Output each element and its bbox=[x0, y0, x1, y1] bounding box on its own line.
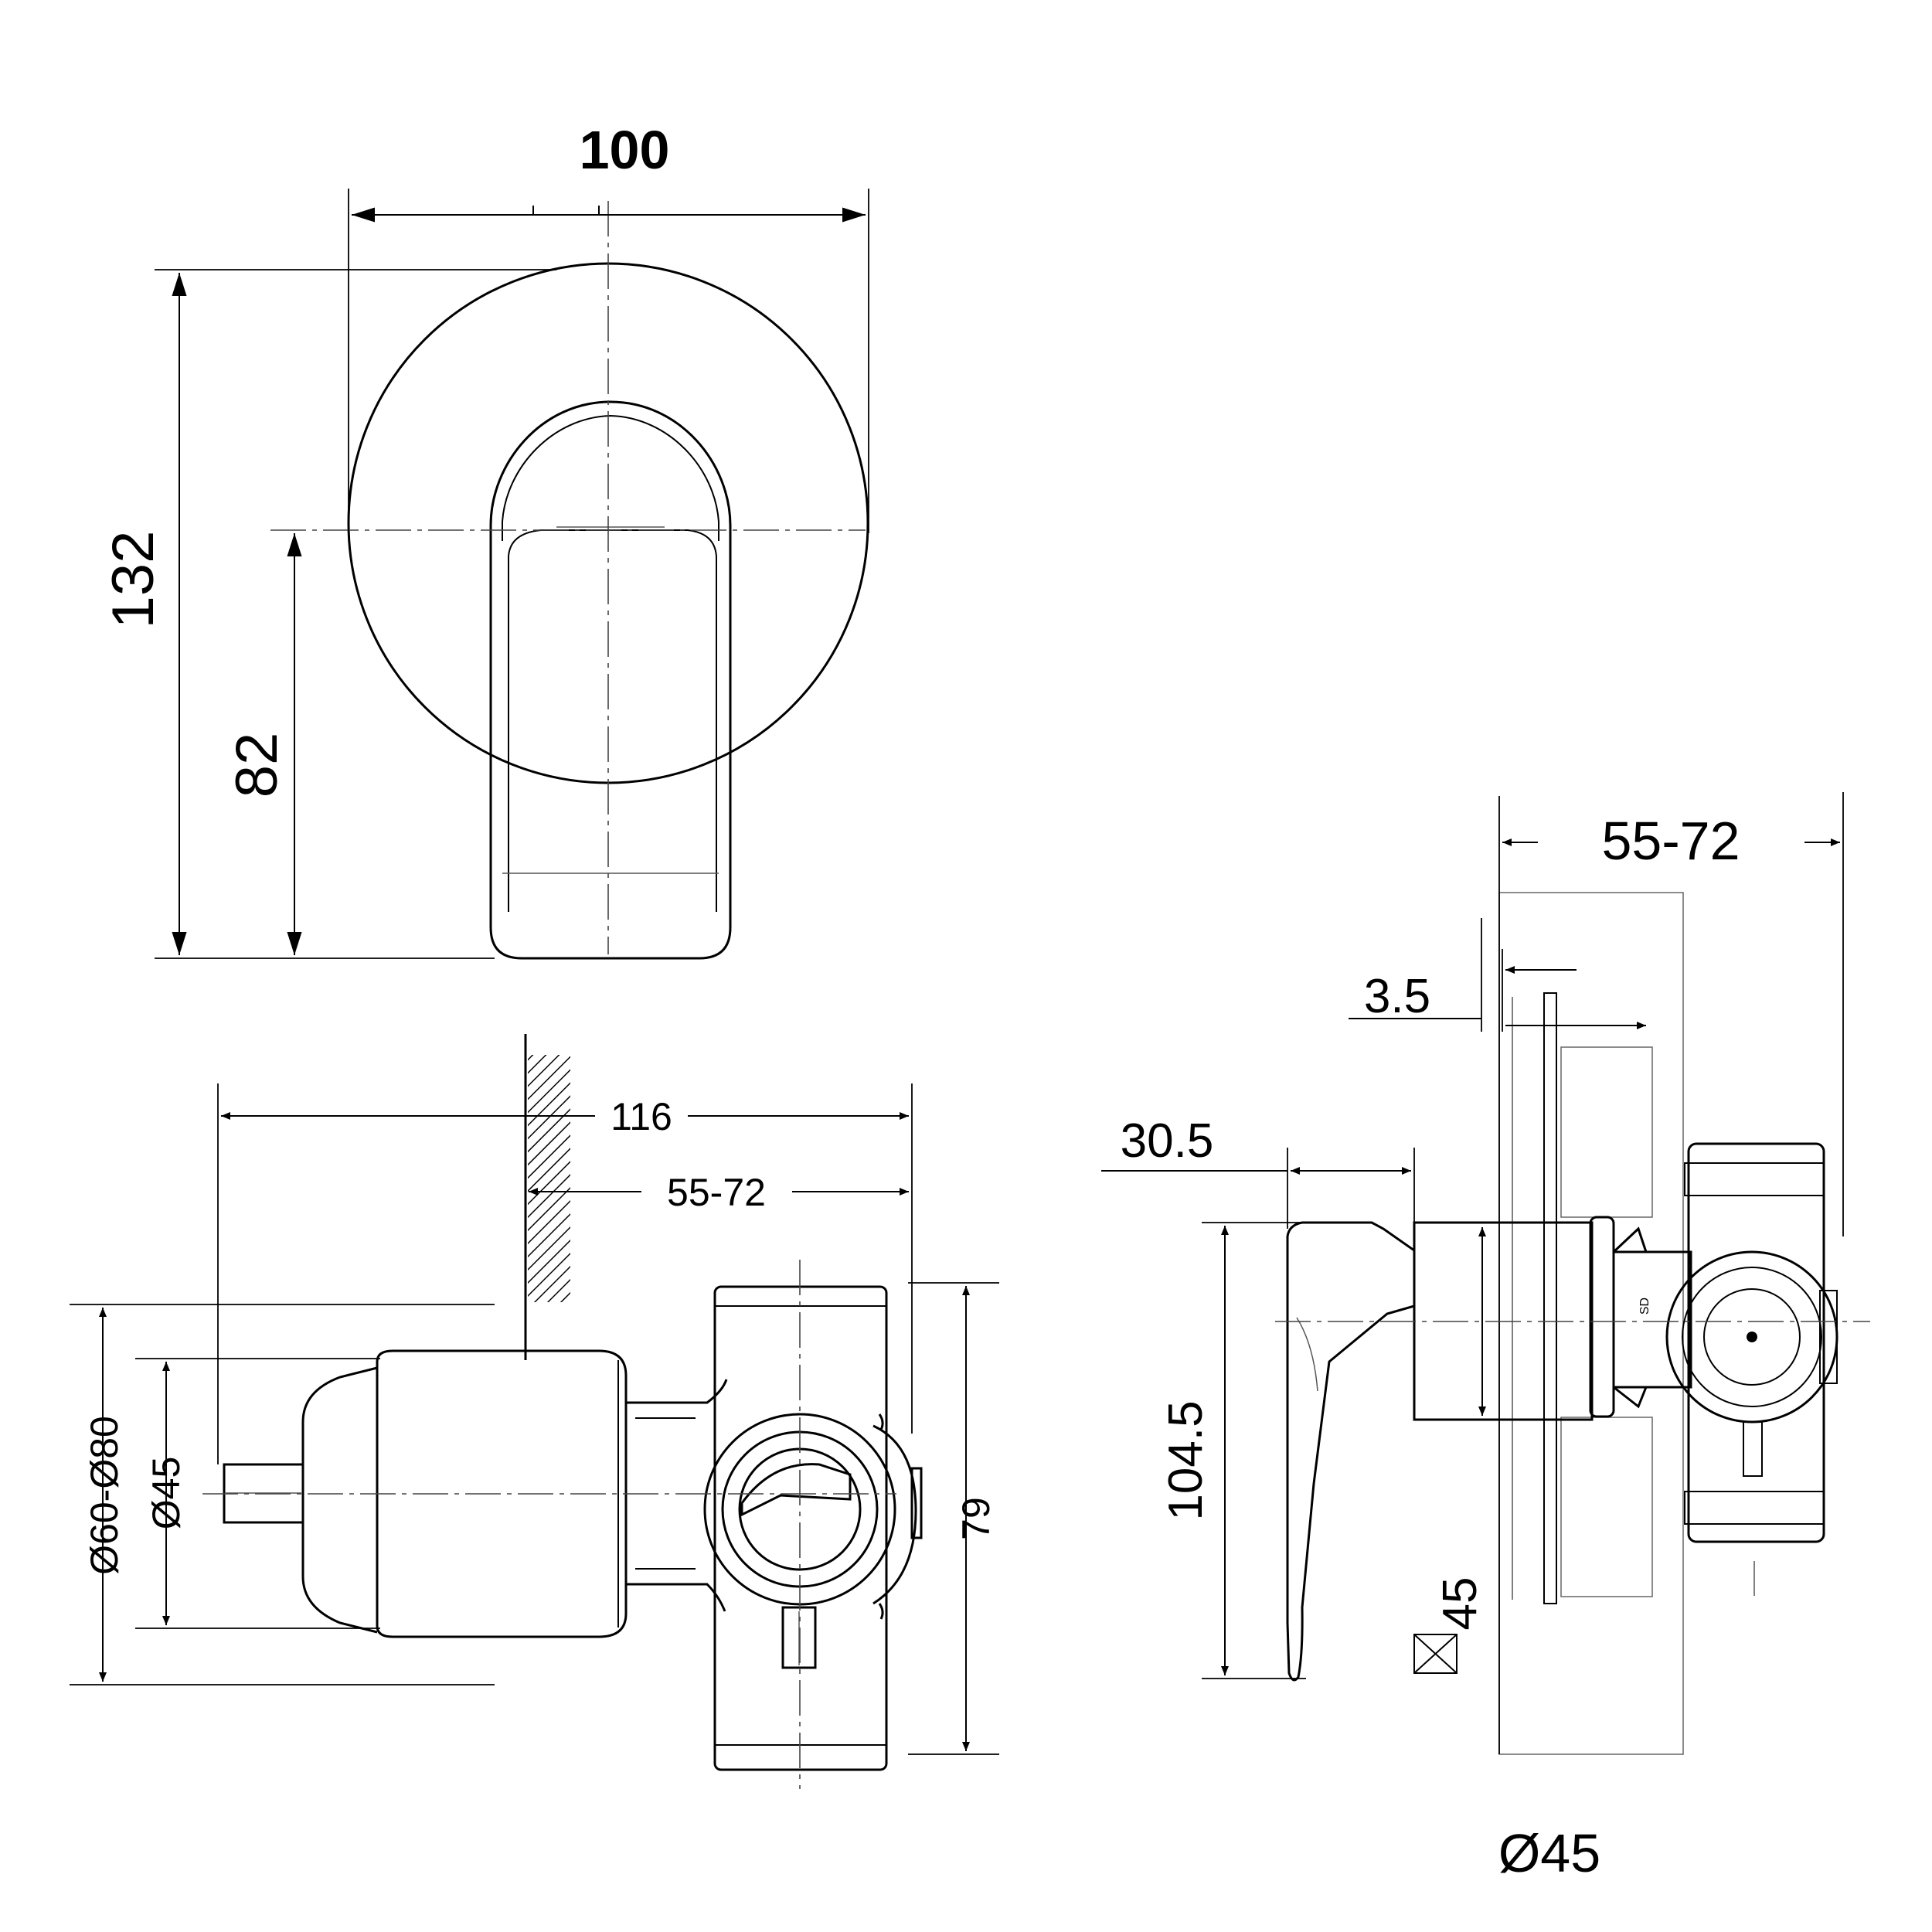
dim-top-valve: 79 bbox=[954, 1497, 998, 1540]
top-view: 116 55-72 Ø60-Ø80 Ø45 79 bbox=[70, 1034, 999, 1789]
side-valve-port-inner bbox=[1703, 1288, 1801, 1386]
top-handle-cap bbox=[301, 1366, 378, 1634]
side-body-neck bbox=[1612, 1226, 1648, 1409]
side-square-cross bbox=[1413, 1634, 1458, 1674]
dim-side-wall: 55-72 bbox=[1601, 811, 1740, 871]
top-valve-clip bbox=[872, 1413, 917, 1620]
front-lever-inner bbox=[502, 414, 719, 541]
top-neck-inner bbox=[635, 1417, 696, 1570]
side-body-flange bbox=[1612, 1250, 1692, 1389]
dim-side-height: 104.5 bbox=[1159, 1400, 1213, 1520]
side-valve-port-mid bbox=[1682, 1267, 1822, 1407]
front-view: 100 132 82 bbox=[100, 120, 869, 960]
side-valve-outlet bbox=[1743, 1421, 1763, 1477]
top-valve-stem bbox=[740, 1463, 852, 1517]
dim-top-wall: 55-72 bbox=[667, 1171, 766, 1214]
side-valve-port-dot bbox=[1747, 1332, 1757, 1342]
side-lever bbox=[1286, 1221, 1416, 1682]
top-valve-body bbox=[713, 1285, 888, 1771]
side-valve-base bbox=[1684, 1491, 1825, 1525]
dim-width-marker bbox=[532, 206, 600, 215]
dim-front-width: 100 bbox=[580, 120, 670, 180]
top-valve-outlet bbox=[781, 1606, 817, 1669]
dim-front-axis: 82 bbox=[224, 733, 290, 798]
top-valve-port-mid bbox=[721, 1430, 879, 1588]
top-neck bbox=[626, 1379, 728, 1612]
dim-top-body: Ø45 bbox=[145, 1457, 188, 1530]
side-view: SD 55-72 3.5 30.5 1 bbox=[1101, 792, 1870, 1883]
top-valve-tab bbox=[910, 1467, 923, 1539]
dim-front-height: 132 bbox=[100, 531, 166, 629]
front-lever-face bbox=[508, 529, 717, 912]
side-body-collar bbox=[1589, 1216, 1615, 1418]
side-square-symbol bbox=[1413, 1634, 1458, 1674]
dim-top-depth: 116 bbox=[611, 1095, 672, 1138]
dim-side-diameter: Ø45 bbox=[1498, 1823, 1600, 1883]
side-valve-cap bbox=[1684, 1162, 1825, 1196]
dim-side-gap: 3.5 bbox=[1364, 970, 1430, 1023]
side-valve-tab bbox=[1819, 1290, 1838, 1384]
top-handle-body bbox=[376, 1349, 628, 1638]
side-wall-hatch-upper bbox=[1560, 1046, 1653, 1218]
side-valve-body bbox=[1687, 1142, 1825, 1543]
side-body-mark: SD bbox=[1638, 1298, 1651, 1315]
dim-top-rosette: Ø60-Ø80 bbox=[83, 1416, 126, 1575]
side-rosette-plate bbox=[1543, 992, 1557, 1604]
side-lever-line bbox=[1296, 1317, 1318, 1392]
side-wall-hatch-lower bbox=[1560, 1417, 1653, 1597]
front-lever bbox=[489, 400, 732, 960]
dim-side-lever: 30.5 bbox=[1121, 1114, 1214, 1168]
top-wall-hatch bbox=[528, 1055, 570, 1302]
dim-side-square: 45 bbox=[1434, 1577, 1487, 1631]
